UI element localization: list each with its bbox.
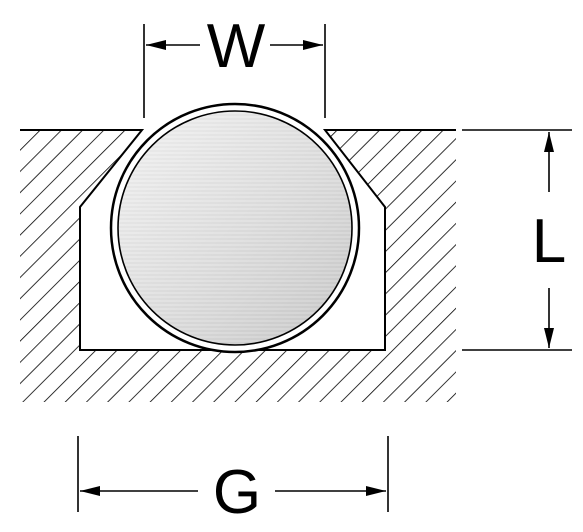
dimension-g: G <box>77 436 389 527</box>
dimension-w: W <box>143 12 326 118</box>
rod-cross-section <box>109 102 361 354</box>
dimension-l: L <box>462 129 572 351</box>
l-label: L <box>532 207 566 276</box>
w-label: W <box>207 12 266 81</box>
g-label: G <box>213 458 261 527</box>
